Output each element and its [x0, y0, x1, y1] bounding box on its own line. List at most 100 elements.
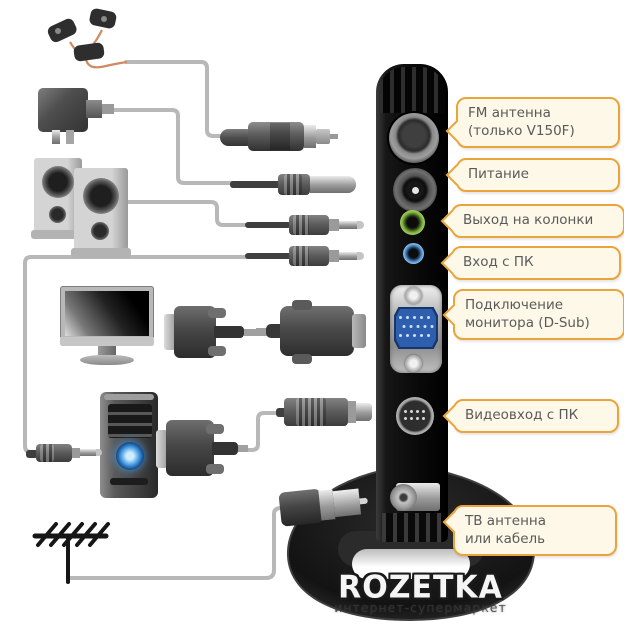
pc-in-jack-cable: [245, 253, 291, 259]
power-adapter-body: [38, 88, 88, 132]
pc-audio-jack-tip: [96, 449, 102, 456]
speaker-jack-body: [289, 215, 329, 235]
callout-power-label: Питание: [468, 166, 529, 182]
speaker-left-woofer: [42, 166, 74, 198]
power-adapter-nose: [86, 100, 102, 118]
fm-plug-tail: [220, 129, 250, 146]
fm-plug-body: [248, 122, 304, 151]
dc-plug-cable: [230, 181, 282, 188]
fm-plug-tip: [316, 129, 330, 144]
speaker-left-base: [31, 230, 85, 239]
callout-video-in-label: Видеовход с ПК: [465, 407, 579, 423]
tv-coax-cylinder: [332, 488, 362, 518]
pc-audio-in-port: [403, 243, 424, 264]
speaker-jack-shaft: [339, 221, 357, 229]
vga-device-body: [280, 306, 354, 356]
vga-port-face-inner: [396, 309, 436, 347]
rozetka-tagline: интернет-супермаркет: [334, 600, 507, 615]
power-adapter-prongs: [52, 130, 60, 144]
fm-antenna-cable: [124, 60, 230, 138]
speaker-jack-plug: [245, 213, 367, 237]
vga-pc-screw-top: [206, 424, 224, 434]
tv-coax-pin: [359, 497, 368, 505]
svideo-plug-tail: [276, 408, 288, 417]
vga-port-screw-bottom: [405, 355, 422, 372]
tv-port-face: [390, 484, 417, 511]
monitor-icon: [60, 286, 156, 366]
power-cable: [110, 108, 240, 185]
power-adapter-plug-tip: [102, 104, 114, 114]
callout-monitor-label: Подключение монитора (D-Sub): [465, 297, 590, 331]
speaker-jack-ribs: [293, 215, 309, 235]
callout-monitor: Подключение монитора (D-Sub): [442, 289, 624, 341]
pc-tower-vents: [108, 404, 152, 438]
vga-device-screw-bottom: [292, 354, 312, 364]
vga-device-screw-top: [292, 300, 312, 310]
vga-device-pin-plate: [352, 314, 366, 348]
power-adapter-icon: [38, 88, 158, 148]
svideo-plug-collar: [348, 401, 356, 423]
vga-monitor-cable-tip: [244, 329, 256, 336]
monitor-bezel: [60, 337, 154, 346]
dc-plug-barrel: [310, 176, 356, 193]
speaker-out-port: [400, 210, 425, 235]
svideo-port-pins: [404, 410, 407, 413]
pc-in-jack-plug: [245, 244, 367, 268]
fm-plug-collar: [304, 125, 316, 148]
callout-pc-in: Вход с ПК: [440, 246, 621, 280]
vga-monitor-cable: [214, 326, 244, 338]
vga-pc-screw-bottom: [206, 464, 224, 474]
pc-audio-jack-ribs: [40, 444, 54, 462]
pc-in-jack-neck: [329, 250, 339, 262]
svideo-plug-tip: [356, 403, 372, 421]
monitor-neck: [98, 346, 116, 355]
pc-audio-jack-shaft: [80, 449, 96, 456]
pc-power-button: [116, 442, 144, 470]
svideo-port: [396, 397, 434, 435]
pc-tower-slot: [110, 478, 148, 485]
pc-audio-jack-neck: [72, 448, 80, 458]
vga-monitor-pin-plate: [164, 314, 176, 350]
tv-coax-barrel: [278, 488, 324, 527]
speakers-icon: [31, 158, 144, 258]
speaker-right-tweeter: [91, 222, 109, 240]
callout-speaker-out-label: Выход на колонки: [463, 212, 594, 228]
vga-connector-pc: [156, 420, 252, 478]
svideo-plug-ribs: [296, 398, 326, 426]
vga-port-pins: [399, 316, 402, 319]
callout-tv-antenna-label: ТВ антенна или кабель: [465, 513, 546, 547]
dc-plug-boot: [278, 174, 310, 195]
fm-antenna-port: [389, 113, 439, 163]
device-bottom-fins: [382, 513, 442, 542]
vga-connector-device: [256, 300, 368, 364]
vga-pc-cable-tip: [238, 445, 248, 452]
callout-pc-in-label: Вход с ПК: [463, 254, 534, 270]
speaker-right: [71, 168, 131, 258]
callout-power: Питание: [445, 158, 620, 192]
vga-dsub-port: [390, 285, 442, 373]
callout-video-in: Видеовход с ПК: [442, 399, 619, 433]
pc-tower-icon: [100, 392, 158, 498]
speaker-right-woofer: [83, 178, 119, 214]
tv-antenna-port: [390, 481, 442, 513]
pc-audio-jack-plug: [22, 442, 108, 464]
speaker-right-base: [71, 248, 131, 258]
power-port-pin: [412, 187, 419, 194]
callout-speaker-out: Выход на колонки: [440, 204, 624, 238]
speaker-cable: [126, 200, 252, 227]
monitor-screen: [65, 291, 149, 336]
pc-in-jack-body: [289, 246, 329, 266]
vga-device-tail: [266, 324, 282, 338]
vga-monitor-screw-bottom: [208, 346, 226, 356]
tv-coax-cable: [68, 506, 294, 580]
pc-in-jack-ribs: [293, 246, 309, 266]
fm-plug-pin: [330, 134, 338, 139]
svideo-plug-body: [284, 398, 348, 426]
speaker-jack-tip: [357, 221, 364, 229]
vga-connector-monitor: [164, 306, 264, 358]
rozetka-watermark: ROZETKA: [338, 569, 503, 606]
vga-pc-pin-plate: [156, 430, 168, 468]
